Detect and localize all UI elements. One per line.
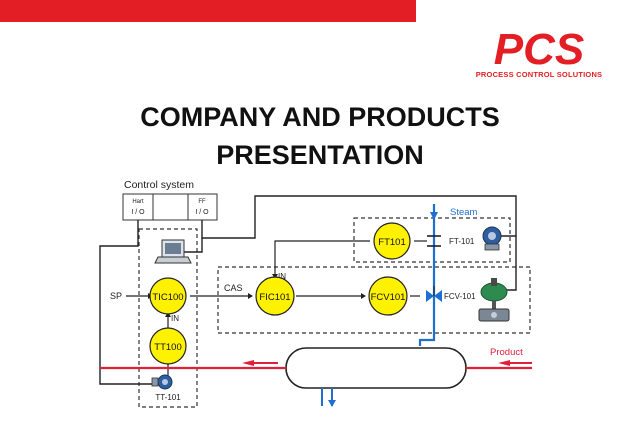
slide-title: COMPANY AND PRODUCTS PRESENTATION [0, 98, 640, 174]
steam-label: Steam [450, 207, 478, 218]
tt100-bubble: TT100 [149, 327, 187, 365]
hart-wire [99, 220, 156, 385]
fic-loop-dashed-box [217, 266, 531, 334]
tic100-label: TIC100 [152, 292, 183, 303]
cas-label: CAS [224, 283, 243, 293]
temperature-transmitter-icon [151, 374, 173, 390]
sp-label: SP [110, 291, 122, 301]
pcs-logo: PCS PROCESS CONTROL SOLUTIONS [464, 24, 614, 82]
in-label-tic: IN [171, 314, 179, 323]
slide-title-line2: PRESENTATION [216, 140, 424, 170]
tic-loop-dashed-box [138, 228, 198, 408]
ft-loop-dashed-box [353, 217, 511, 263]
fcv101-tag: FCV-101 [444, 292, 476, 301]
hart-io-label: I / O [131, 209, 145, 216]
tic100-bubble: TIC100 [149, 277, 187, 315]
laptop-icon [154, 239, 192, 264]
pcs-brand-text: PCS [494, 25, 584, 70]
tt101-tag: TT-101 [155, 393, 181, 402]
in-label-fic: IN [278, 272, 286, 281]
ff-wire-valve [504, 236, 517, 291]
fcv-valve-symbol [426, 286, 442, 302]
ft101-label: FT101 [378, 237, 405, 248]
ff-io-label: I / O [195, 209, 209, 216]
slide-title-line1: COMPANY AND PRODUCTS [140, 102, 500, 132]
top-accent-bar [0, 0, 416, 22]
fcv101-bubble: FCV101 [368, 276, 408, 316]
pcs-logo-mark: PCS [494, 25, 584, 70]
fic101-label: FIC101 [259, 292, 290, 303]
control-system-box [122, 193, 218, 221]
ff-label: FF [198, 199, 206, 205]
control-valve-icon [478, 278, 510, 322]
control-system-label: Control system [124, 179, 194, 191]
tt100-label: TT100 [154, 342, 181, 353]
fic101-bubble: FIC101 [255, 276, 295, 316]
pcs-tagline: PROCESS CONTROL SOLUTIONS [475, 70, 603, 79]
ft101-bubble: FT101 [373, 222, 411, 260]
ft101-tag: FT-101 [449, 237, 475, 246]
flow-transmitter-icon [482, 226, 502, 251]
heat-exchanger-vessel [285, 347, 467, 389]
product-label: Product [490, 347, 523, 358]
fcv101-label: FCV101 [371, 292, 406, 303]
hart-label: Hart [132, 199, 144, 205]
